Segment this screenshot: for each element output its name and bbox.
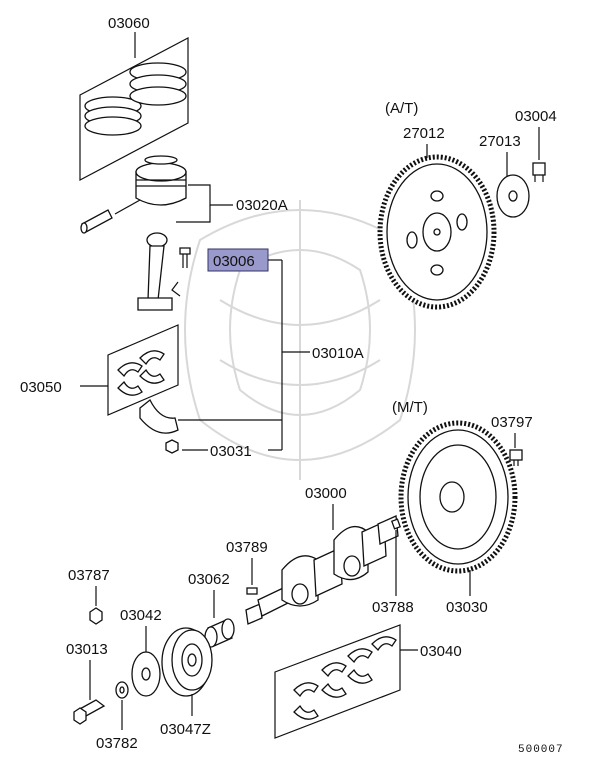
- crankshaft[interactable]: [245, 515, 399, 625]
- flexplate-adapter[interactable]: [496, 174, 530, 218]
- pulley-bolt-small[interactable]: [89, 607, 103, 625]
- crank-bolt[interactable]: [73, 699, 106, 725]
- label-03031[interactable]: 03031: [210, 443, 252, 460]
- rod-bolt[interactable]: [179, 247, 191, 268]
- label-03782[interactable]: 03782: [96, 735, 138, 752]
- label-03789[interactable]: 03789: [226, 539, 268, 556]
- label-03040[interactable]: 03040: [420, 643, 462, 660]
- connecting-rod[interactable]: [137, 232, 173, 311]
- flywheel-bolt[interactable]: [509, 449, 523, 466]
- diagram-id: 500007: [518, 744, 564, 756]
- crank-spacer[interactable]: [204, 618, 235, 648]
- label-03050[interactable]: 03050: [20, 379, 62, 396]
- crank-key[interactable]: [390, 518, 402, 530]
- damper-plate[interactable]: [131, 651, 161, 697]
- piston-rings[interactable]: [79, 37, 189, 181]
- group-label-mt: (M/T): [392, 399, 428, 416]
- label-03010A[interactable]: 03010A: [312, 345, 364, 362]
- label-03030[interactable]: 03030: [446, 599, 488, 616]
- flexplate-bolt[interactable]: [532, 162, 546, 182]
- group-label-at: (A/T): [385, 100, 418, 117]
- highlight-03006[interactable]: 03006: [207, 248, 269, 272]
- main-bearings[interactable]: [274, 624, 401, 739]
- rod-cap[interactable]: [139, 398, 179, 434]
- label-27013[interactable]: 27013: [479, 133, 521, 150]
- piston[interactable]: [135, 155, 187, 206]
- label-03062[interactable]: 03062: [188, 571, 230, 588]
- rod-nut[interactable]: [165, 439, 179, 454]
- watermark-emblem: [184, 200, 416, 480]
- label-03787[interactable]: 03787: [68, 567, 110, 584]
- label-03000[interactable]: 03000: [305, 485, 347, 502]
- label-03797[interactable]: 03797: [491, 414, 533, 431]
- rod-bearings[interactable]: [107, 324, 179, 416]
- crank-pulley[interactable]: [161, 627, 213, 697]
- label-03042[interactable]: 03042: [120, 607, 162, 624]
- label-03047Z[interactable]: 03047Z: [160, 721, 211, 738]
- label-03013[interactable]: 03013: [66, 641, 108, 658]
- label-03006[interactable]: 03006: [213, 253, 255, 270]
- flexplate[interactable]: [377, 154, 497, 310]
- woodruff-key[interactable]: [246, 587, 258, 595]
- label-03060[interactable]: 03060: [108, 15, 150, 32]
- flywheel[interactable]: [398, 420, 518, 574]
- label-03788[interactable]: 03788: [372, 599, 414, 616]
- label-03020A[interactable]: 03020A: [236, 197, 288, 214]
- label-27012[interactable]: 27012: [403, 125, 445, 142]
- washer[interactable]: [115, 681, 129, 699]
- piston-pin[interactable]: [80, 209, 113, 234]
- label-03004[interactable]: 03004: [515, 108, 557, 125]
